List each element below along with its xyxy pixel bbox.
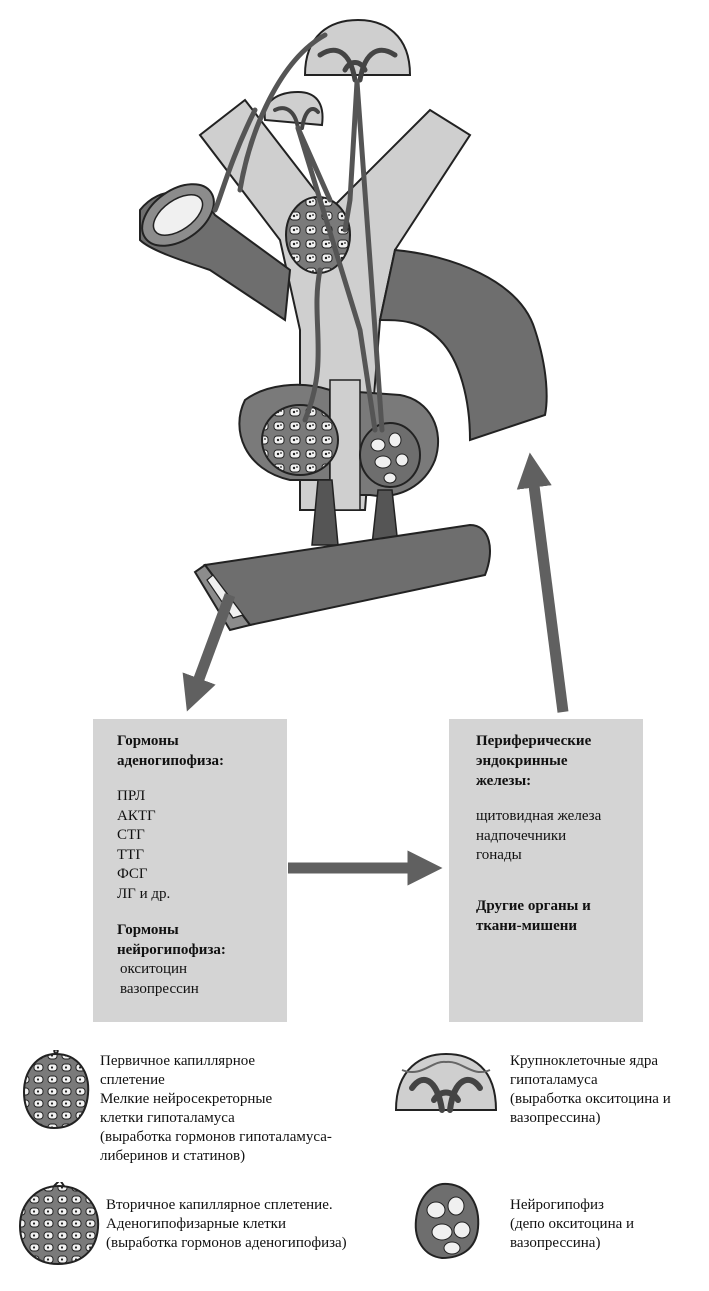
secondary-plexus [261, 404, 339, 476]
primary-plexus-legend-icon [22, 1050, 90, 1130]
neurohypophysis-legend-icon [414, 1182, 480, 1260]
upper-vessel-left [139, 183, 292, 322]
neurohypophysis-hormone-list: окситоцин вазопрессин [117, 960, 287, 999]
list-item: окситоцин [120, 961, 188, 977]
adenohypophysis-hormone-list: ПРЛ АКТГ СТГ ТТГ ФСГ ЛГ и др. [117, 787, 287, 904]
list-item: ТТГ [117, 846, 144, 863]
adenohypophysis-hormones-box: Гормоны аденогипофиза: ПРЛ АКТГ СТГ ТТГ … [93, 719, 287, 1022]
list-item: АКТГ [117, 807, 156, 824]
list-item: вазопрессин [120, 980, 199, 997]
list-item: ЛГ и др. [117, 885, 171, 902]
list-item: надпочечники [476, 827, 567, 844]
list-item: ПРЛ [117, 788, 146, 804]
peripheral-glands-list: щитовидная железа надпочечники гонады [476, 807, 643, 866]
heading-adenohypophysis: Гормоны аденогипофиза: [117, 733, 225, 769]
heading-neurohypophysis: Гормоны нейрогипофиза: [117, 922, 226, 958]
list-item: гонады [476, 847, 522, 863]
secondary-plexus-legend-text: Вторичное капиллярное сплетение. Аденоги… [106, 1197, 347, 1251]
list-item: щитовидная железа [476, 808, 602, 824]
heading-other-targets: Другие органы и ткани-мишени [476, 897, 591, 934]
primary-plexus-legend-text: Первичное капиллярное сплетение Мелкие н… [100, 1053, 332, 1164]
large-cell-nuclei-top [263, 18, 412, 130]
heading-peripheral-glands: Периферические эндокринные железы: [476, 733, 592, 789]
portal-stems [311, 479, 399, 546]
hypothalamus-pituitary-illustration [139, 18, 548, 632]
neurohypophysis-legend-text: Нейрогипофиз (депо окситоцина и вазопрес… [510, 1197, 635, 1251]
axons [212, 32, 385, 433]
large-nuclei-legend-text: Крупноклеточные ядра гипоталамуса (выраб… [510, 1053, 671, 1126]
secondary-plexus-legend-icon [18, 1182, 100, 1266]
peripheral-glands-box: Периферические эндокринные железы: щитов… [449, 719, 643, 1022]
list-item: СТГ [117, 827, 145, 843]
large-nuclei-legend-icon [394, 1052, 498, 1113]
neurohypophysis-cluster [359, 422, 421, 488]
lower-vessel [193, 523, 491, 632]
list-item: ФСГ [117, 866, 148, 882]
upper-vessel-right [378, 248, 548, 442]
